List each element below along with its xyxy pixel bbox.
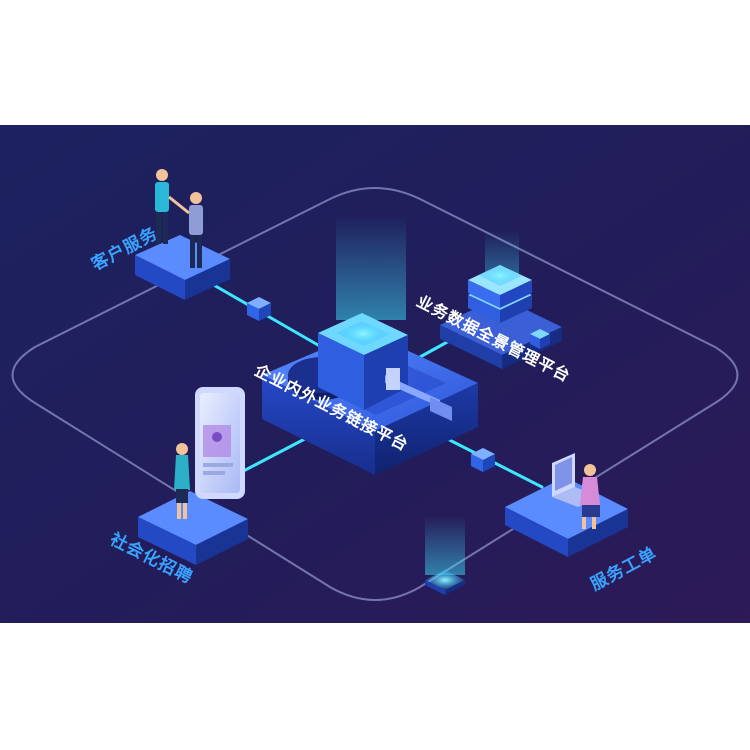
diagram-canvas: 客户服务 业务数据全景管理平台 企业内外业务链接平台 社会化招聘 服务工单 bbox=[0, 125, 750, 623]
light-beam bbox=[425, 515, 465, 575]
light-beam bbox=[336, 215, 406, 320]
phone-screen-icon bbox=[195, 387, 245, 499]
